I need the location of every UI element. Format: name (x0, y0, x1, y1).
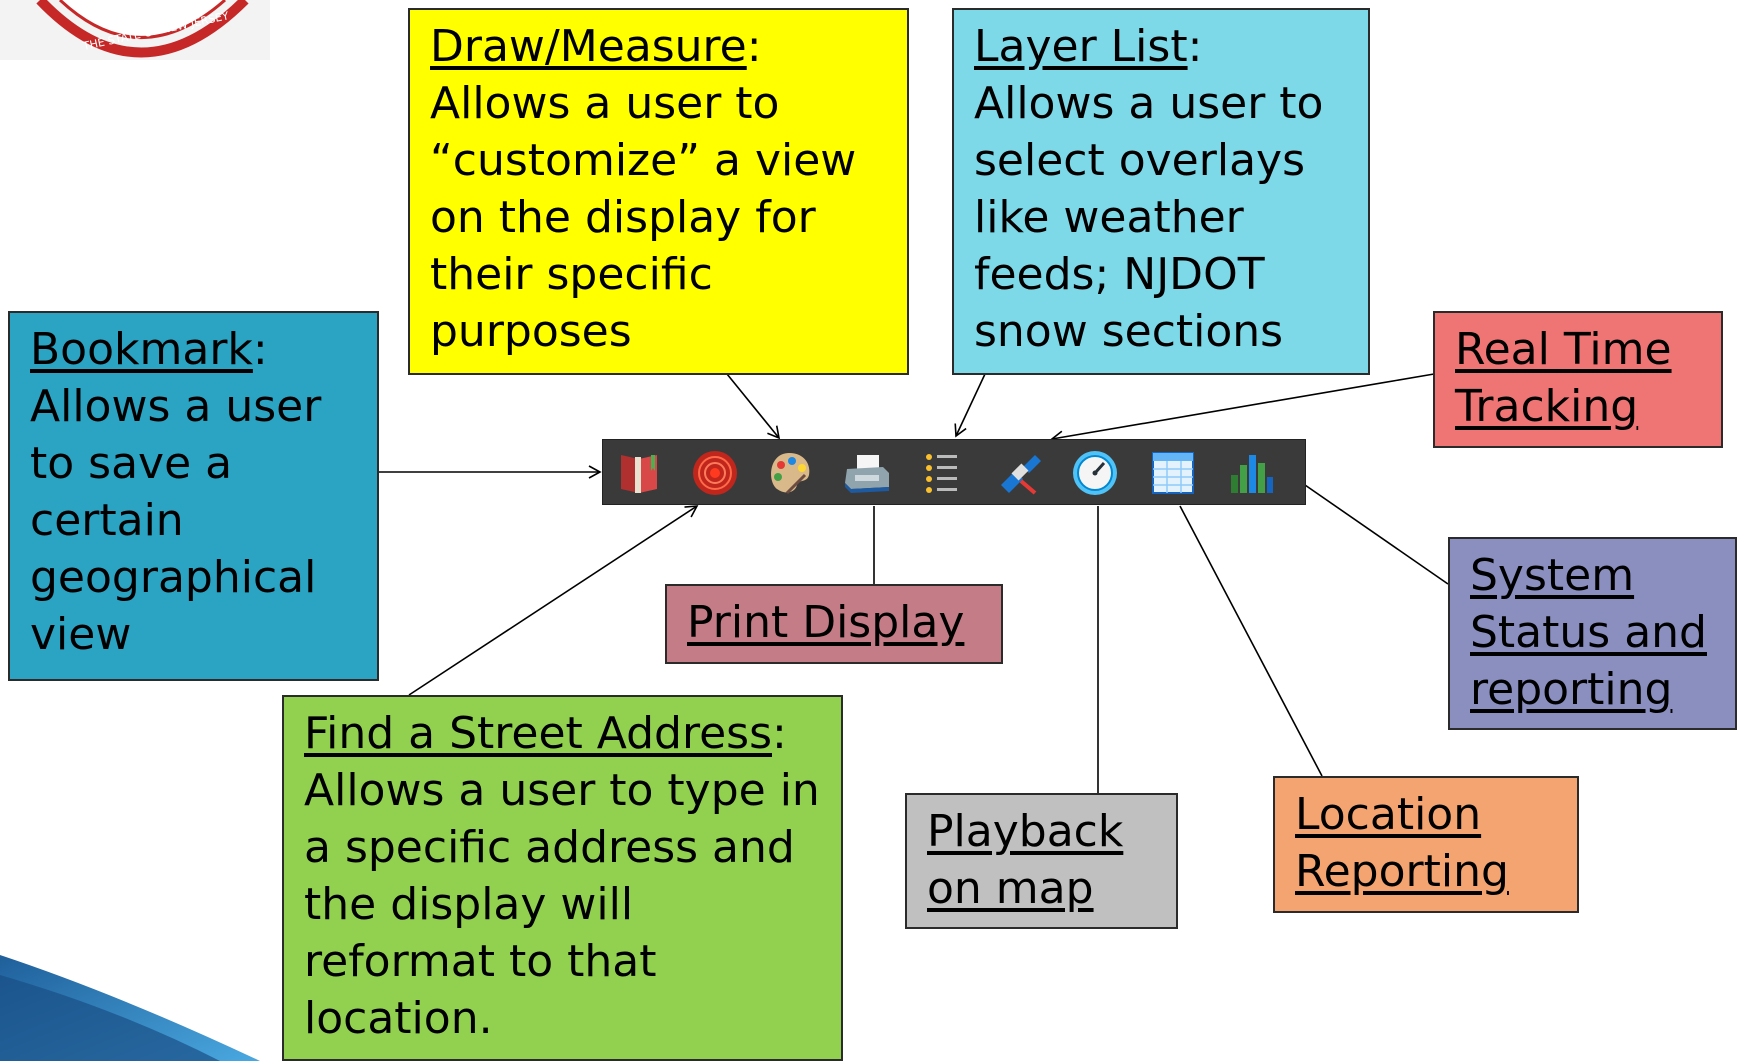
real-time-tracking-satellite-icon[interactable] (995, 449, 1043, 497)
callout-title: Draw/Measure (430, 21, 747, 72)
find-address-target-icon[interactable] (691, 449, 739, 497)
callout-body: Allows a user to save a certain geograph… (30, 381, 322, 660)
print-display-callout: Print Display (665, 584, 1003, 664)
bookmark-callout: Bookmark: Allows a user to save a certai… (8, 311, 379, 681)
system-status-chart-icon[interactable] (1227, 449, 1275, 497)
callout-title: System Status and reporting (1470, 550, 1707, 715)
callout-title: Playback on map (927, 806, 1124, 914)
callout-sep: : (1187, 21, 1203, 72)
callout-title: Print Display (687, 597, 965, 648)
callout-title: Find a Street Address (304, 708, 772, 759)
system-status-callout: System Status and reporting (1448, 537, 1737, 730)
arrow-find-address (408, 505, 699, 696)
real-time-tracking-callout: Real Time Tracking (1433, 311, 1723, 448)
callout-title: Bookmark (30, 324, 253, 375)
callout-title: Real Time Tracking (1455, 324, 1672, 432)
callout-sep: : (746, 21, 762, 72)
layer-list-callout: Layer List: Allows a user to select over… (952, 8, 1370, 375)
playback-callout: Playback on map (905, 793, 1178, 929)
bookmark-icon[interactable] (615, 449, 663, 497)
nj-state-seal-logo: THE STATE OF NEW JERSEY (0, 0, 270, 60)
callout-title: Location Reporting (1295, 789, 1509, 897)
callout-sep: : (252, 324, 268, 375)
playback-clock-icon[interactable] (1071, 449, 1119, 497)
location-reporting-callout: Location Reporting (1273, 776, 1579, 913)
print-icon[interactable] (843, 449, 891, 497)
arrow-draw-measure (726, 373, 781, 440)
callout-title: Layer List (974, 21, 1188, 72)
draw-measure-callout: Draw/Measure: Allows a user to “customiz… (408, 8, 909, 375)
callout-body: Allows a user to type in a specific addr… (304, 765, 820, 1044)
decorative-swoosh (0, 955, 260, 1061)
find-address-callout: Find a Street Address: Allows a user to … (282, 695, 843, 1061)
layer-list-icon[interactable] (919, 449, 967, 497)
arrow-layer-list (954, 373, 986, 438)
draw-measure-palette-icon[interactable] (765, 449, 813, 497)
arrow-real-time (1050, 373, 1435, 444)
location-reporting-table-icon[interactable] (1149, 449, 1197, 497)
map-toolbar (602, 439, 1306, 505)
callout-body: Allows a user to select overlays like we… (974, 78, 1324, 357)
callout-sep: : (772, 708, 787, 759)
line-location (1179, 505, 1323, 777)
arrow-system-status (1290, 475, 1449, 585)
callout-body: Allows a user to “customize” a view on t… (430, 78, 857, 357)
